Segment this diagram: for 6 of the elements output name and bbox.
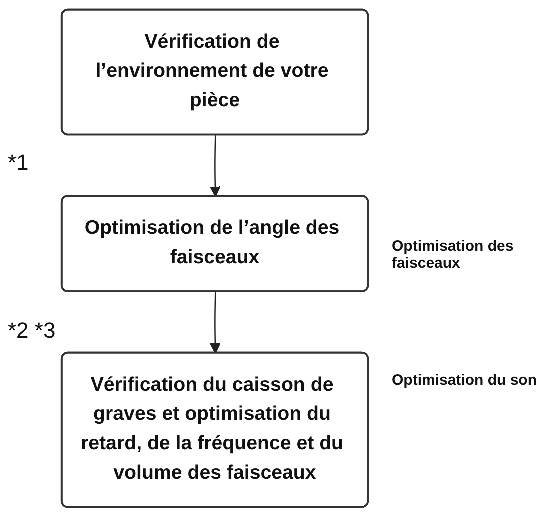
footnote-mark: *1	[8, 150, 29, 176]
section-heading: Optimisation des faisceaux	[392, 238, 515, 272]
arrow	[210, 292, 221, 354]
footnote-mark: *2 *3	[8, 318, 56, 344]
arrow	[210, 135, 221, 198]
section-heading: Optimisation du son	[392, 372, 538, 389]
